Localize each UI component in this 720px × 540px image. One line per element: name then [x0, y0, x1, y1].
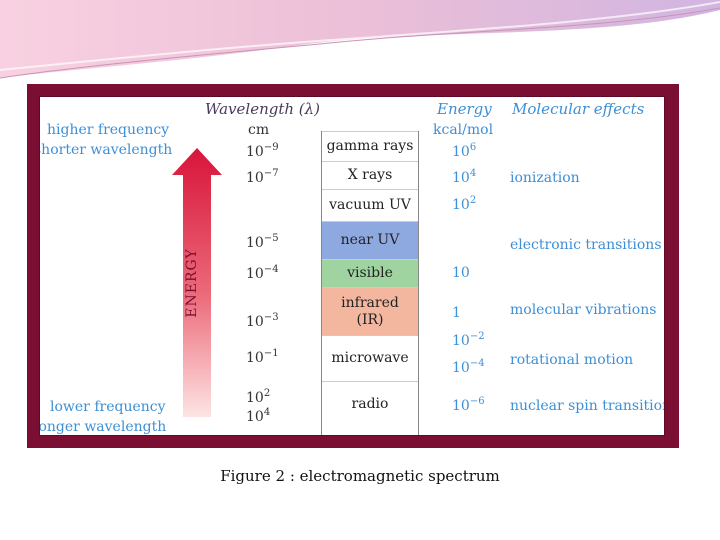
spectrum-column [321, 131, 419, 435]
slide-header-decoration [0, 0, 720, 79]
wavelength-unit: cm [248, 122, 270, 138]
energy-unit: kcal/mol [433, 122, 494, 138]
wavelength-value: 10−5 [246, 233, 279, 251]
band-gamma-rays: gamma rays [322, 131, 418, 161]
energy-value: 102 [452, 195, 477, 213]
wavelength-value: 10−7 [246, 168, 279, 186]
wavelength-value: 10−3 [246, 312, 279, 330]
band-radio: radio [322, 381, 418, 427]
wavelength-value: 10−4 [246, 264, 279, 282]
lower-frequency-note: lower frequency [50, 399, 166, 415]
effect-rotational-motion: rotational motion [510, 352, 634, 368]
wavelength-value: 10−9 [246, 142, 279, 160]
effects-header: Molecular effects [512, 100, 645, 118]
band-near-uv: near UV [322, 221, 418, 259]
energy-value: 10−4 [452, 358, 485, 376]
energy-value: 10−6 [452, 396, 485, 414]
band-microwave: microwave [322, 335, 418, 381]
energy-arrow [172, 148, 222, 417]
spectrum-figure: Wavelength (λ) cm Energy kcal/mol Molecu… [40, 97, 664, 435]
wavelength-value: 10−1 [246, 348, 279, 366]
band-visible: visible [322, 259, 418, 287]
energy-arrow-label: ENERGY [184, 248, 200, 318]
effect-molecular-vibrations: molecular vibrations [510, 302, 657, 318]
wavelength-value: 102 [246, 388, 271, 406]
longer-wavelength-note: longer wavelength [40, 419, 167, 435]
effect-electronic-transitions: electronic transitions [510, 237, 662, 253]
shorter-wavelength-note: shorter wavelength [40, 142, 173, 158]
effect-ionization: ionization [510, 170, 580, 186]
higher-frequency-note: higher frequency [47, 122, 170, 138]
effect-nuclear-spin-transitions: nuclear spin transitions [510, 398, 664, 414]
band-vacuum-uv: vacuum UV [322, 189, 418, 221]
energy-value: 10−2 [452, 331, 485, 349]
energy-value: 10 [452, 265, 470, 281]
figure-caption: Figure 2 : electromagnetic spectrum [220, 467, 500, 485]
wavelength-value: 104 [246, 407, 271, 425]
band-infrared: infrared(IR) [322, 287, 418, 335]
energy-value: 106 [452, 142, 477, 160]
energy-header: Energy [437, 100, 492, 118]
band-x-rays: X rays [322, 161, 418, 189]
wavelength-header: Wavelength (λ) [205, 100, 321, 118]
energy-value: 1 [452, 305, 461, 321]
energy-value: 104 [452, 168, 477, 186]
